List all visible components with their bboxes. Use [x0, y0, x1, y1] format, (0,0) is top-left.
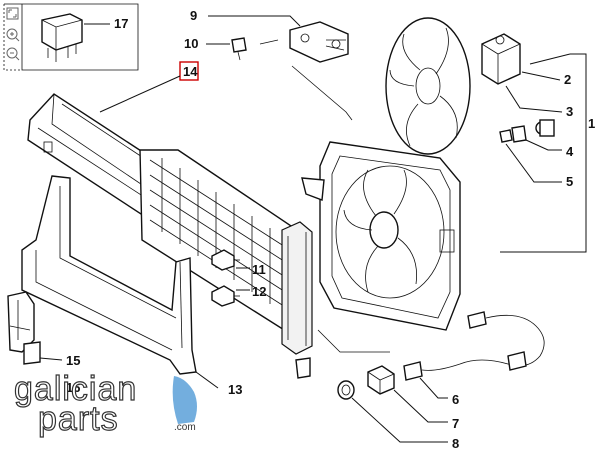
watermark-line2: parts	[38, 400, 119, 438]
callout-2: 2	[564, 72, 571, 87]
watermark-suffix: .com	[174, 422, 196, 433]
toolbar	[6, 7, 20, 61]
radiator	[139, 149, 313, 379]
assembly-line	[259, 39, 353, 121]
leader-3	[505, 85, 563, 113]
leader-13	[195, 371, 219, 389]
callout-4: 4	[566, 144, 574, 159]
leader-14	[99, 75, 181, 113]
callout-14: 14	[183, 64, 198, 79]
bracket-15	[7, 291, 41, 365]
callout-17: 17	[114, 16, 128, 31]
leader-6	[419, 377, 448, 399]
callout-14-highlight	[179, 61, 199, 81]
relay-part	[41, 13, 83, 62]
leader-9	[208, 15, 301, 27]
fan-motor	[481, 33, 521, 85]
watermark-logo: galician parts .com	[13, 369, 197, 439]
watermark-line1: galician	[14, 370, 137, 408]
leader-7	[393, 389, 448, 423]
assembly-line-b	[317, 329, 390, 353]
leader-5	[505, 143, 562, 183]
callout-15: 15	[66, 353, 80, 368]
callout-12: 12	[252, 284, 266, 299]
leader-2	[521, 71, 561, 81]
zoom-out-icon[interactable]	[6, 47, 20, 61]
bolt-11	[211, 249, 240, 271]
callout-11: 11	[252, 262, 266, 277]
inset-panel	[3, 3, 139, 71]
callout-6: 6	[452, 392, 459, 407]
temp-sensor-7	[367, 365, 395, 395]
bolt-12	[211, 285, 240, 307]
callout-3: 3	[566, 104, 573, 119]
zoom-in-icon[interactable]	[6, 28, 20, 42]
logo-shape	[172, 376, 197, 424]
expand-icon[interactable]	[6, 7, 19, 20]
leader-8	[351, 397, 448, 443]
callout-1: 1	[588, 116, 595, 131]
callout-9: 9	[190, 8, 197, 23]
resistor-bracket	[289, 21, 349, 63]
leader-1a	[529, 53, 571, 65]
washer-8	[337, 380, 355, 400]
frame-shroud	[21, 175, 197, 375]
wiring-harness	[403, 311, 545, 381]
bushing-3	[535, 119, 555, 137]
callout-16: 16	[66, 380, 80, 395]
callout-13: 13	[228, 382, 242, 397]
fan-shroud-assembly	[301, 141, 461, 331]
callout-5: 5	[566, 174, 573, 189]
screw-5	[499, 129, 513, 143]
leader-1-bracket	[500, 53, 587, 253]
callout-10: 10	[184, 36, 198, 51]
leader-15	[39, 357, 63, 361]
bolt-10	[231, 37, 247, 61]
nut-4	[511, 125, 527, 143]
callout-7: 7	[452, 416, 459, 431]
upper-fan	[385, 17, 471, 155]
callout-8: 8	[452, 436, 459, 451]
leader-4	[525, 139, 562, 151]
